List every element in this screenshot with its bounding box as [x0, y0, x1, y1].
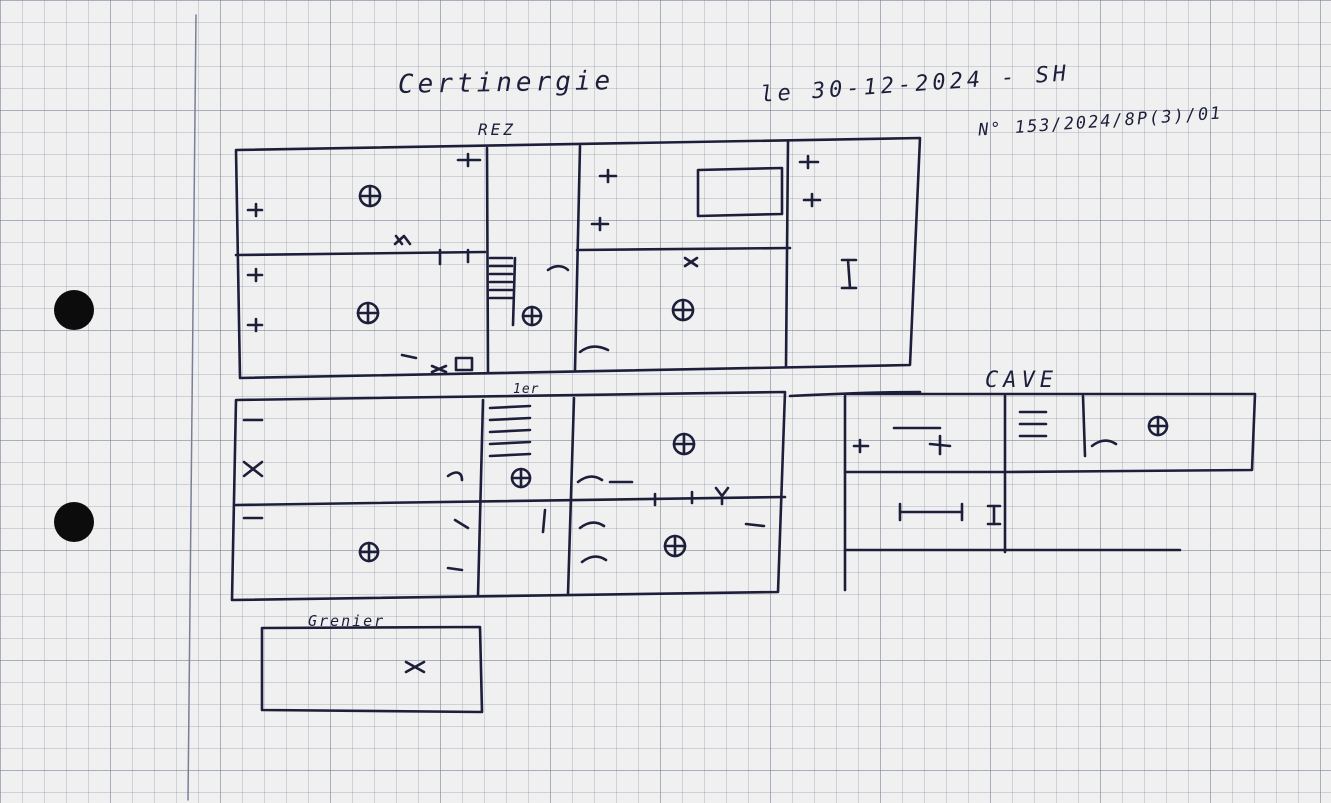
level-label-cave: CAVE [985, 368, 1058, 393]
level-label-grenier: Grenier [308, 612, 386, 630]
grenier-floor-plan [260, 625, 484, 714]
cave-floor-plan [788, 390, 1257, 592]
rez-floor-plan [234, 136, 922, 380]
punch-hole-top [54, 290, 94, 330]
punch-hole-bottom [54, 502, 94, 542]
first-floor-plan [230, 390, 787, 602]
margin-line [187, 14, 197, 801]
level-label-rez: REZ [478, 120, 516, 139]
level-label-first: 1er [513, 382, 540, 397]
